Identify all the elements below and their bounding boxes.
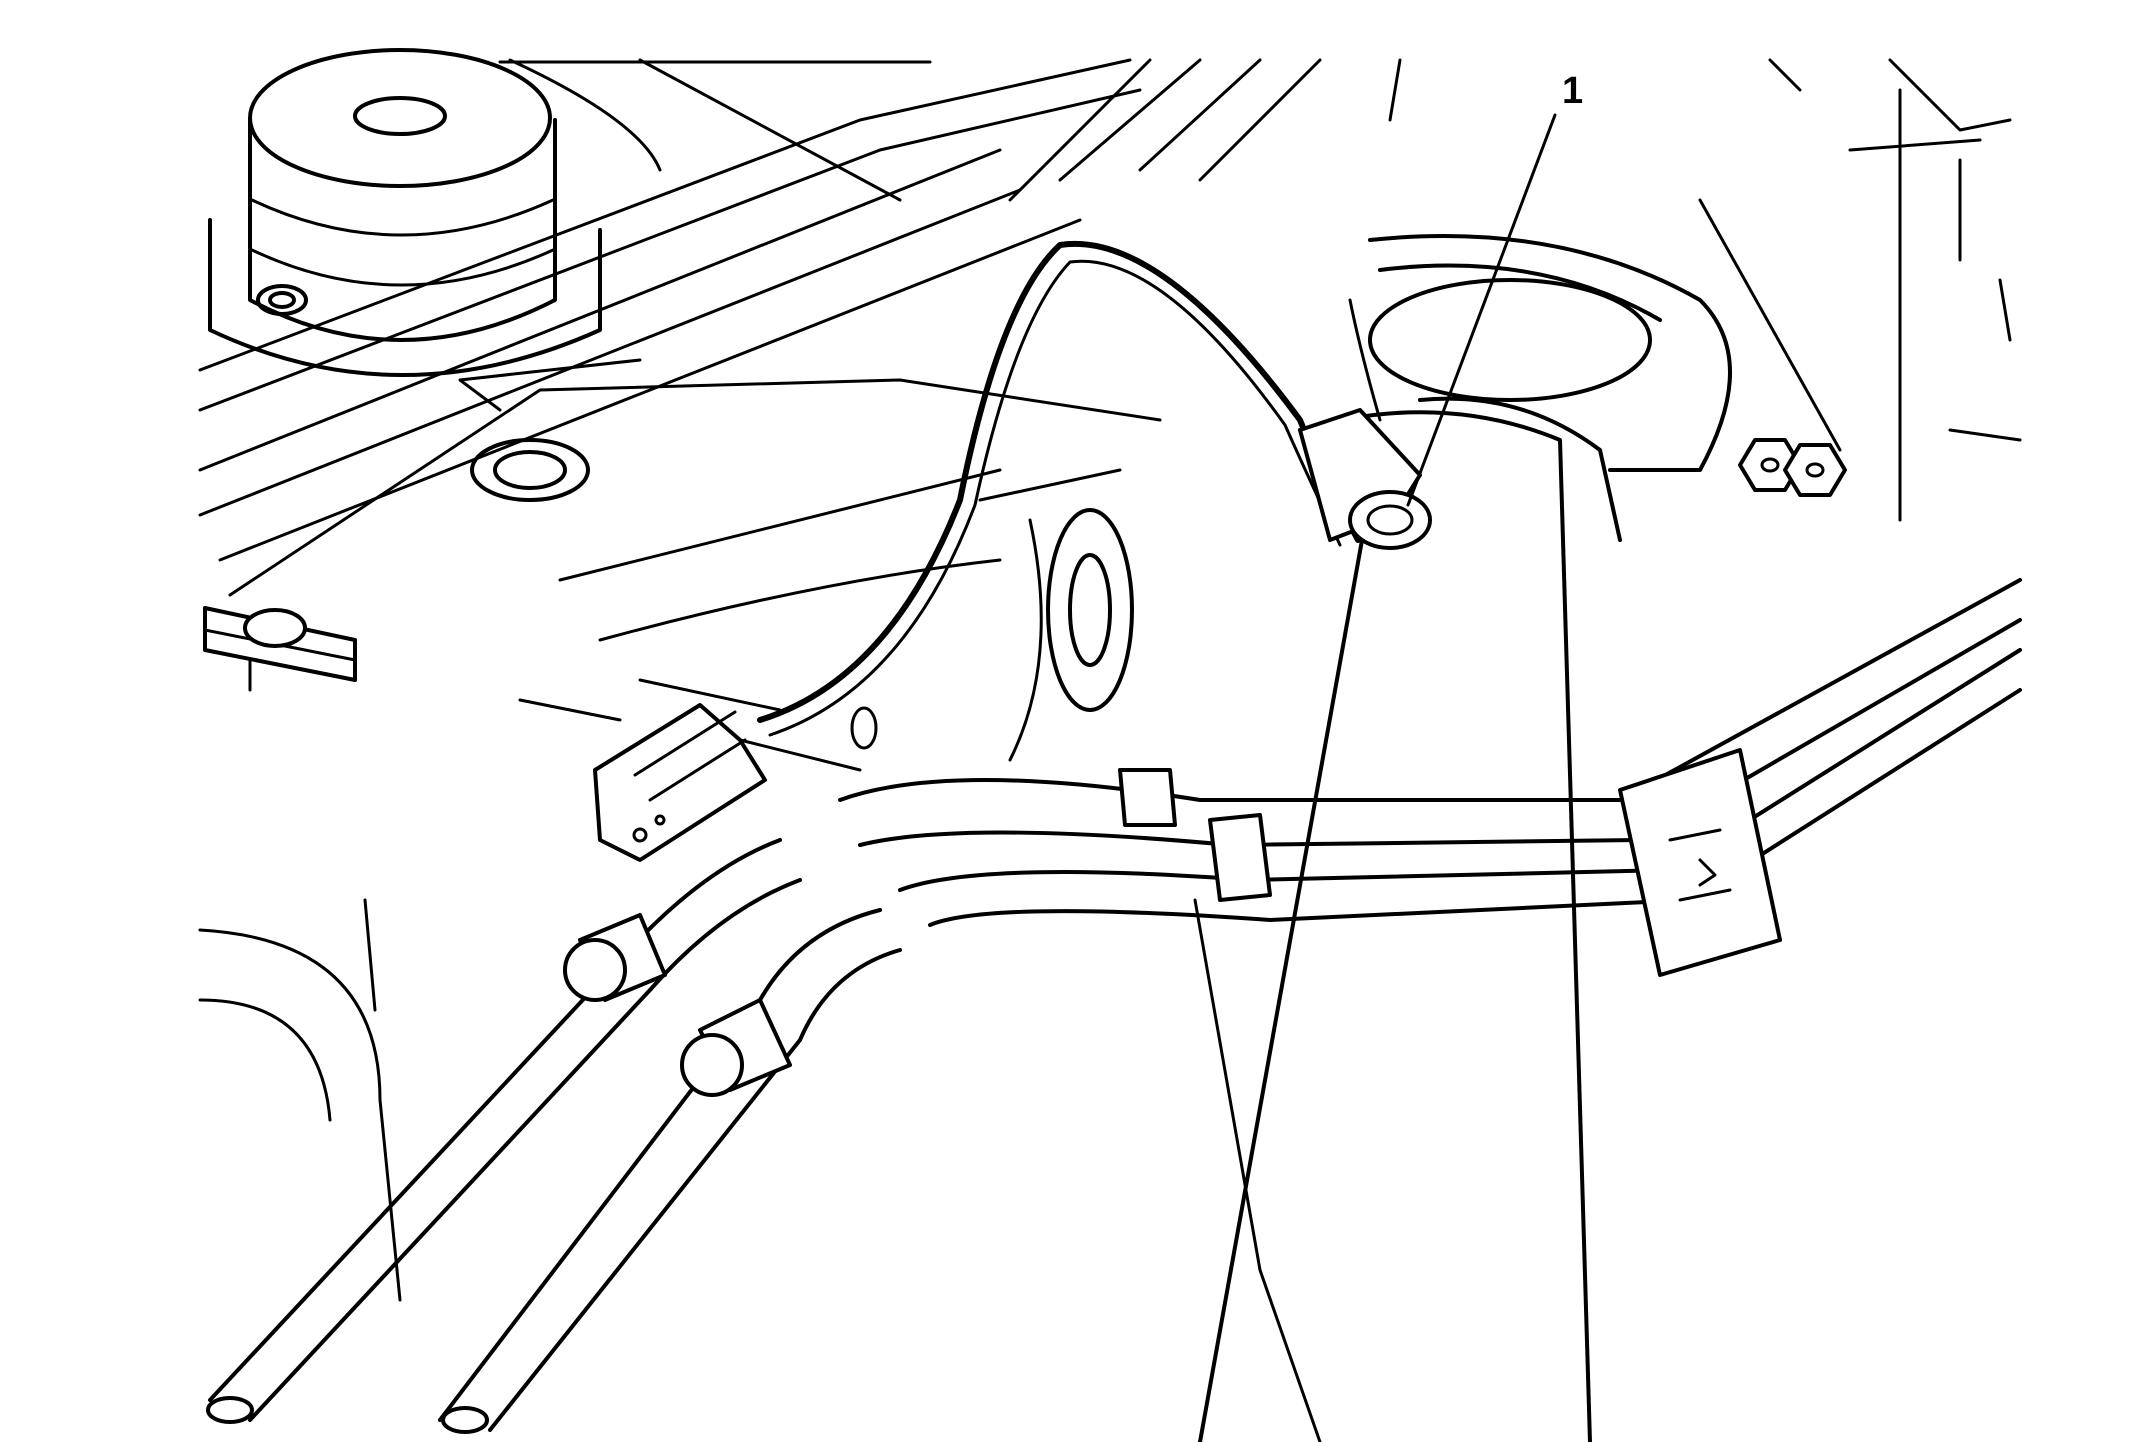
callout-1-leader: [1406, 113, 1557, 507]
floor-panel: [228, 358, 1162, 772]
right-structure: [1698, 58, 2022, 522]
line-clip: [203, 606, 357, 692]
fuel-brake-lines: [206, 578, 2022, 1434]
lower-panel: [198, 898, 1322, 1442]
callout-1-label: 1: [1562, 70, 1584, 112]
strut-mount: [208, 48, 602, 377]
sensor-harness: [593, 240, 1432, 862]
body-rails: [198, 58, 1402, 562]
